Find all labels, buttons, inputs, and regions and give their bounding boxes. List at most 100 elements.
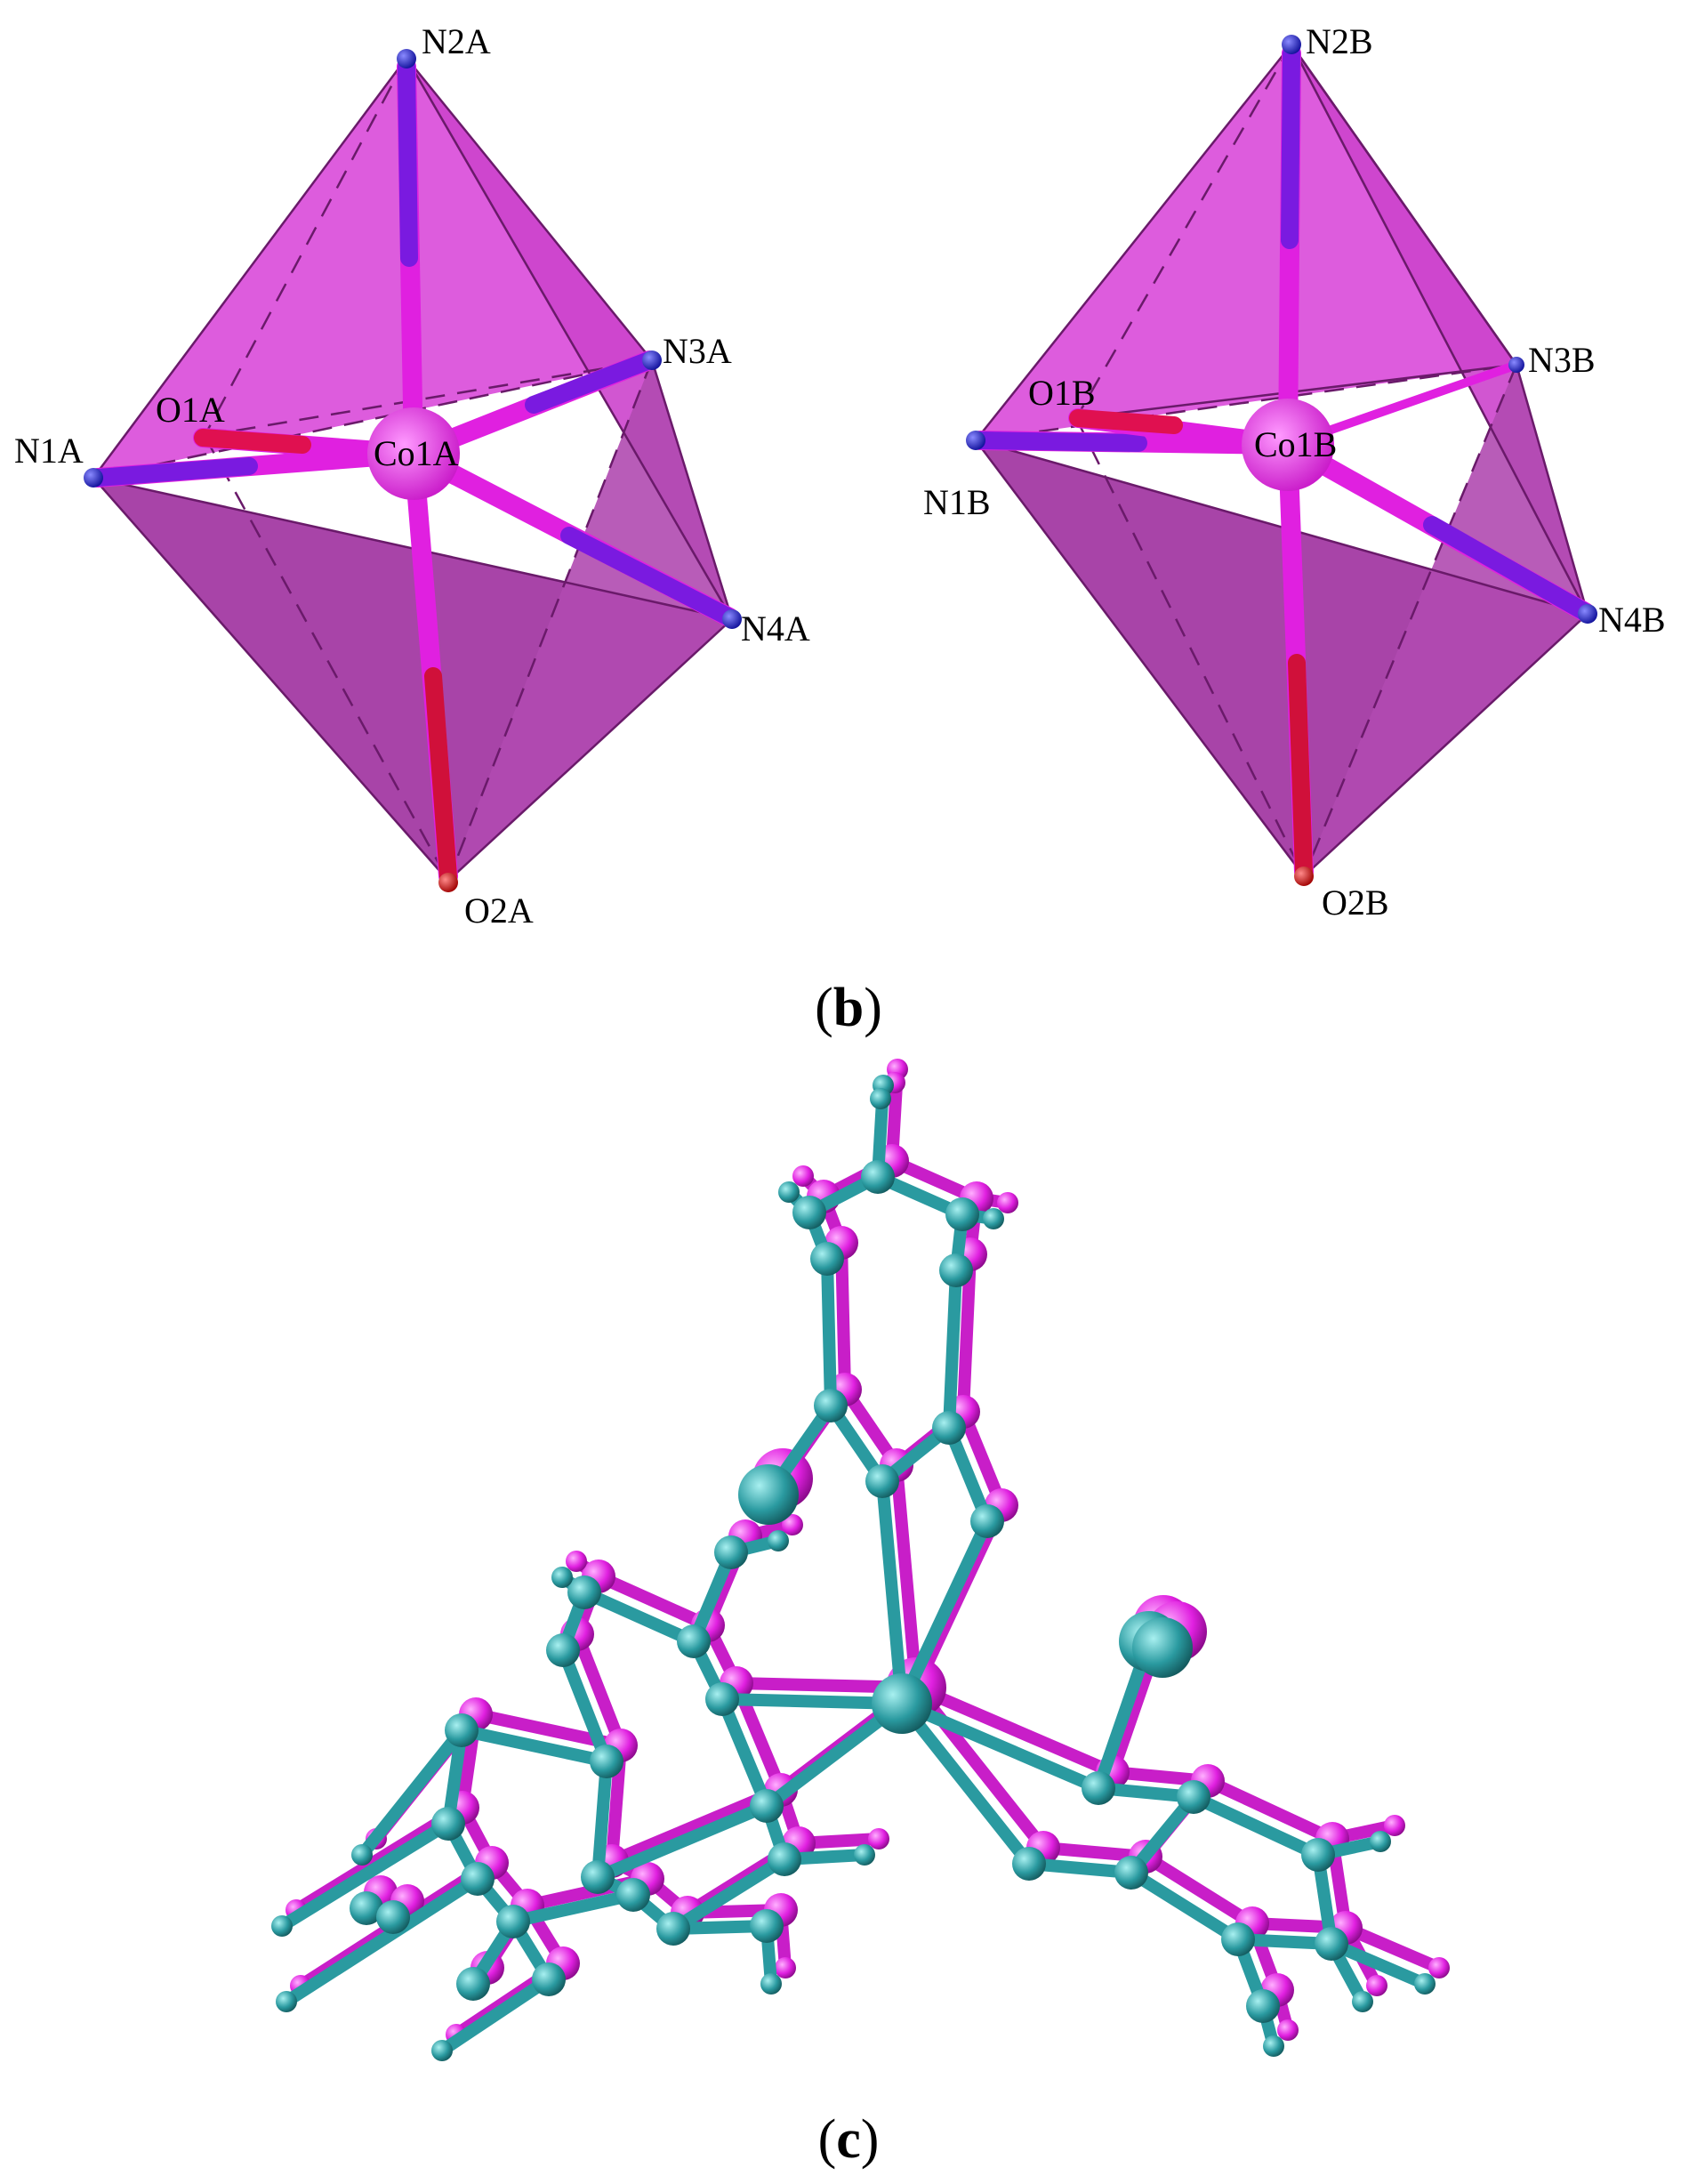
polyhedron-a: N2A N3A O1A N1A Co1A N4A O2A xyxy=(14,21,810,931)
atom xyxy=(677,1624,711,1658)
bond xyxy=(276,1817,454,1932)
bond xyxy=(280,1873,484,2008)
atom xyxy=(1352,1991,1373,2012)
bond xyxy=(1325,1938,1431,1990)
atom xyxy=(868,1828,889,1850)
face xyxy=(976,44,1516,440)
atom xyxy=(782,1514,803,1535)
cobalt-atom xyxy=(367,407,460,500)
bond xyxy=(591,1755,613,1883)
bond xyxy=(436,1973,555,2057)
co-bonds xyxy=(88,57,739,886)
atom xyxy=(546,1633,580,1667)
nitrogen-atom xyxy=(966,431,985,450)
atom xyxy=(983,1208,1004,1229)
atom xyxy=(970,1504,1004,1538)
bond xyxy=(896,1697,1035,1870)
atom-label-o2: O2A xyxy=(464,891,534,931)
atom xyxy=(456,1967,490,2001)
bond xyxy=(557,1644,613,1768)
atom xyxy=(870,1088,891,1109)
hidden-edges xyxy=(975,44,1518,877)
atom xyxy=(1012,1847,1046,1881)
atom-label-n3: N3A xyxy=(663,331,732,371)
bond xyxy=(943,1264,962,1434)
atom xyxy=(738,1464,799,1525)
bond xyxy=(896,1697,1105,1794)
bond xyxy=(1037,1841,1152,1863)
atom xyxy=(932,1411,966,1445)
nitrogen-atom xyxy=(1282,35,1301,54)
atom xyxy=(1301,1838,1335,1872)
bond xyxy=(578,1586,700,1648)
atom xyxy=(945,1197,979,1231)
atom xyxy=(1277,2019,1299,2041)
atom-label-co1: Co1B xyxy=(1254,424,1337,464)
atom xyxy=(616,1878,650,1912)
atom xyxy=(1177,1780,1210,1814)
bond xyxy=(455,1724,613,1768)
atom xyxy=(1132,1617,1193,1678)
atom xyxy=(768,1530,789,1551)
atom xyxy=(276,1991,297,2012)
bond xyxy=(507,1889,639,1928)
atom xyxy=(861,1160,895,1194)
bond xyxy=(910,1681,1119,1778)
face xyxy=(93,58,652,478)
face xyxy=(976,440,1588,876)
atom xyxy=(656,1912,690,1946)
atom xyxy=(792,1165,814,1187)
nitrogen-atom xyxy=(84,468,103,488)
atom-label-n3: N3B xyxy=(1528,340,1596,380)
atom xyxy=(768,1842,801,1876)
atom xyxy=(775,1957,796,1978)
atom xyxy=(431,1807,465,1841)
bond xyxy=(821,1253,837,1412)
atom xyxy=(1114,1856,1148,1890)
nitrogen-atom xyxy=(1508,357,1524,373)
atom xyxy=(1384,1815,1405,1836)
face xyxy=(93,478,732,881)
atom xyxy=(1246,1989,1280,2023)
atom xyxy=(1366,1975,1387,1996)
atom xyxy=(1414,1973,1436,1995)
atom xyxy=(1370,1831,1391,1852)
nitrogen-atom xyxy=(642,351,662,370)
atom xyxy=(1263,2035,1284,2057)
atom xyxy=(750,1789,784,1823)
bond xyxy=(1187,1791,1324,1861)
atom xyxy=(714,1535,748,1569)
bond xyxy=(1202,1775,1339,1845)
atom xyxy=(350,1891,383,1925)
atom xyxy=(760,1973,782,1995)
nitrogen-atom xyxy=(722,609,742,629)
atom xyxy=(792,1196,826,1229)
atom xyxy=(431,2040,453,2061)
bond xyxy=(1139,1850,1259,1930)
atom xyxy=(1082,1771,1115,1805)
atom xyxy=(814,1389,848,1422)
atom xyxy=(532,1962,566,1996)
atom-label-o2: O2B xyxy=(1322,882,1389,923)
atom xyxy=(865,1464,899,1498)
hidden-edges xyxy=(92,57,654,882)
atom xyxy=(1221,1922,1255,1956)
bond xyxy=(667,1853,791,1935)
polyhedron-b: N2B N3B O1B N1B Co1B N4B O2B xyxy=(923,21,1666,923)
atom xyxy=(461,1862,495,1896)
atom xyxy=(1315,1927,1348,1961)
face xyxy=(1304,365,1588,876)
atom xyxy=(872,1673,932,1734)
bond xyxy=(716,1693,773,1812)
atom xyxy=(997,1192,1018,1213)
polyhedron-edges xyxy=(92,57,734,882)
bond xyxy=(1339,1922,1445,1974)
molecule-2 xyxy=(271,1075,1436,2061)
bond xyxy=(876,1475,908,1710)
bond xyxy=(890,1459,922,1694)
bond xyxy=(592,1570,714,1632)
atom xyxy=(1428,1957,1450,1978)
atom xyxy=(590,1745,623,1778)
panel-label-c: (c) xyxy=(818,2109,880,2170)
